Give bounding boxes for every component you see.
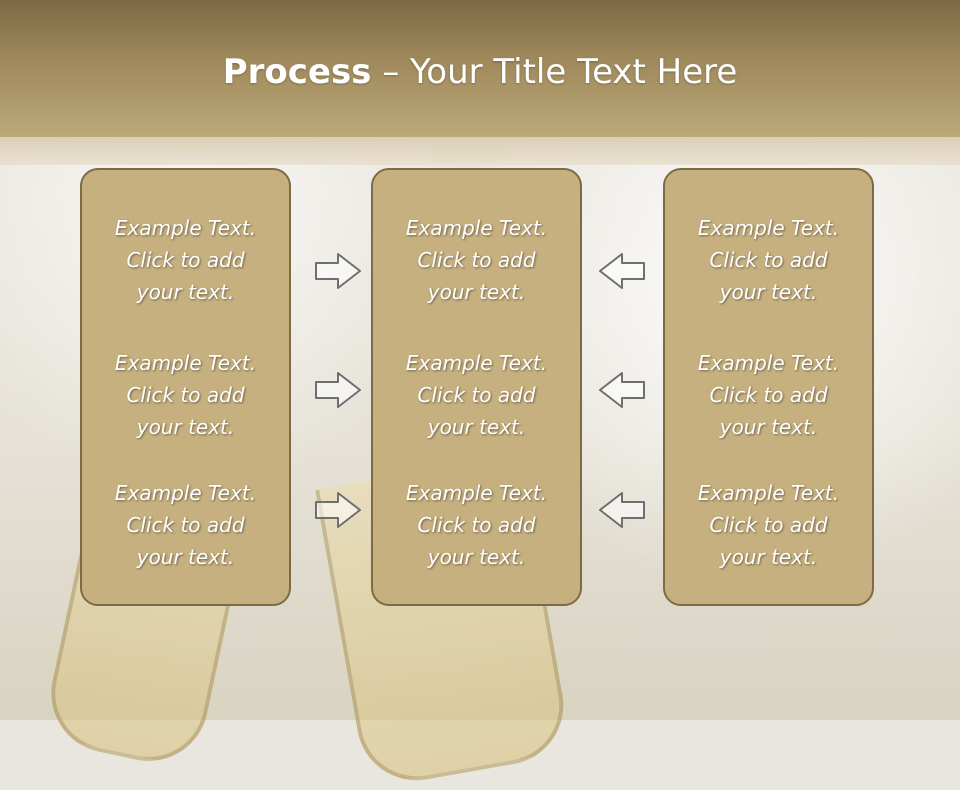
text-line: your text. <box>136 415 235 439</box>
text-line: your text. <box>136 280 235 304</box>
title-rest: – Your Title Text Here <box>371 52 738 92</box>
left-arrow-icon[interactable] <box>598 490 646 530</box>
text-line: Example Text. <box>697 216 840 240</box>
text-block[interactable]: Example Text. Click to add your text. <box>665 212 872 308</box>
text-line: your text. <box>719 280 818 304</box>
process-box-right[interactable]: Example Text. Click to add your text. Ex… <box>663 168 874 606</box>
text-line: Example Text. <box>405 481 548 505</box>
title-bar <box>0 0 960 137</box>
text-block[interactable]: Example Text. Click to add your text. <box>373 212 580 308</box>
text-line: Click to add <box>126 383 245 407</box>
text-line: Click to add <box>709 513 828 537</box>
text-line: Example Text. <box>405 351 548 375</box>
text-block[interactable]: Example Text. Click to add your text. <box>82 477 289 573</box>
text-block[interactable]: Example Text. Click to add your text. <box>665 347 872 443</box>
text-line: Example Text. <box>114 216 257 240</box>
text-line: your text. <box>719 545 818 569</box>
text-line: Example Text. <box>697 351 840 375</box>
text-line: your text. <box>427 415 526 439</box>
text-line: your text. <box>427 280 526 304</box>
text-block[interactable]: Example Text. Click to add your text. <box>665 477 872 573</box>
right-arrow-icon[interactable] <box>314 370 362 410</box>
left-arrow-icon[interactable] <box>598 251 646 291</box>
process-box-center[interactable]: Example Text. Click to add your text. Ex… <box>371 168 582 606</box>
text-line: Click to add <box>417 383 536 407</box>
title-bold: Process <box>222 52 372 92</box>
text-line: Click to add <box>126 248 245 272</box>
text-line: Click to add <box>417 513 536 537</box>
text-line: Example Text. <box>114 481 257 505</box>
text-line: Click to add <box>709 383 828 407</box>
text-line: Example Text. <box>405 216 548 240</box>
left-arrow-icon[interactable] <box>598 370 646 410</box>
text-block[interactable]: Example Text. Click to add your text. <box>373 477 580 573</box>
text-line: Click to add <box>709 248 828 272</box>
text-line: your text. <box>136 545 235 569</box>
text-line: Click to add <box>417 248 536 272</box>
text-line: Example Text. <box>697 481 840 505</box>
text-line: your text. <box>719 415 818 439</box>
text-block[interactable]: Example Text. Click to add your text. <box>82 212 289 308</box>
title-underband <box>0 137 960 165</box>
process-box-left[interactable]: Example Text. Click to add your text. Ex… <box>80 168 291 606</box>
right-arrow-icon[interactable] <box>314 490 362 530</box>
slide-title[interactable]: Process – Your Title Text Here <box>0 52 960 92</box>
text-line: Click to add <box>126 513 245 537</box>
text-block[interactable]: Example Text. Click to add your text. <box>373 347 580 443</box>
right-arrow-icon[interactable] <box>314 251 362 291</box>
text-line: your text. <box>427 545 526 569</box>
text-line: Example Text. <box>114 351 257 375</box>
text-block[interactable]: Example Text. Click to add your text. <box>82 347 289 443</box>
